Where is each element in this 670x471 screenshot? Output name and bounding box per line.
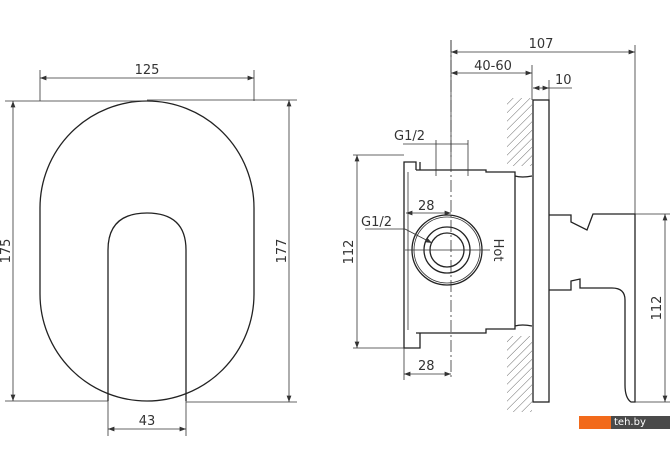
dim-lever-height: 112	[650, 296, 665, 321]
watermark-text: teh.by	[611, 416, 670, 429]
dim-lever-width: 43	[139, 414, 156, 429]
watermark-logo	[579, 416, 611, 429]
lever-front	[107, 212, 187, 401]
wall-hatch-bottom	[507, 336, 532, 412]
thread-top-label: G1/2	[394, 129, 425, 144]
wall-plate	[532, 99, 550, 403]
dim-plate: 10	[555, 73, 572, 88]
lever-side	[549, 213, 636, 403]
dim-install-depth: 40-60	[474, 59, 512, 74]
dim-offset-bottom: 28	[418, 359, 435, 374]
front-view: 125 175 177 43	[0, 63, 297, 436]
dim-height-left: 175	[0, 239, 14, 264]
dim-body-height: 112	[342, 240, 357, 265]
valve-body	[403, 161, 533, 349]
dim-height-right: 177	[275, 239, 290, 264]
cover-plate	[39, 100, 255, 402]
dim-total-depth: 107	[529, 37, 554, 52]
dim-offset-top: 28	[418, 199, 435, 214]
side-view: Hot 107 40-60 10 G1/2 28 G1/2 112 28	[342, 37, 670, 412]
wall-hatch-top	[507, 98, 532, 166]
dim-width: 125	[135, 63, 160, 78]
hot-label: Hot	[490, 239, 505, 262]
watermark-badge: teh.by	[579, 416, 670, 429]
thread-center-label: G1/2	[361, 215, 392, 230]
